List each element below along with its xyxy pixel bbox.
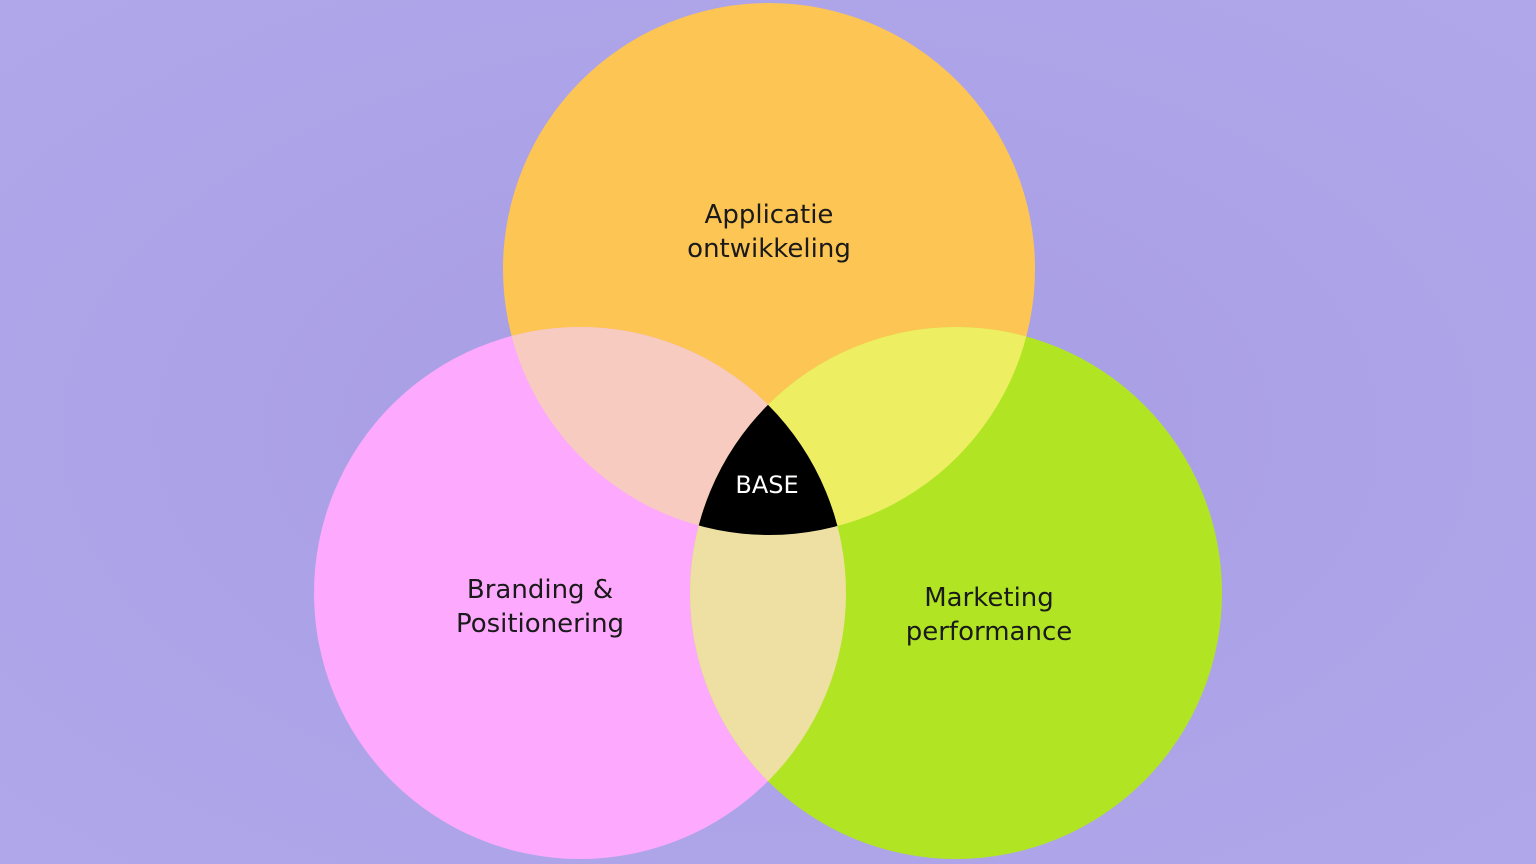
label-left-line1: Branding &: [466, 575, 614, 605]
label-left: Branding & Positionering: [456, 573, 624, 641]
label-left-line2: Positionering: [455, 609, 625, 639]
overlap-top-right: [690, 327, 1035, 535]
label-right-line1: Marketing: [924, 583, 1054, 613]
label-right-line2: performance: [905, 617, 1073, 647]
label-top: Applicatie ontwikkeling: [687, 198, 851, 266]
label-top-line1: Applicatie: [704, 200, 834, 230]
center-label: BASE: [735, 471, 799, 499]
label-top-line2: ontwikkeling: [687, 234, 851, 264]
label-right: Marketing performance: [906, 581, 1073, 649]
overlap-top-left: [503, 327, 846, 535]
